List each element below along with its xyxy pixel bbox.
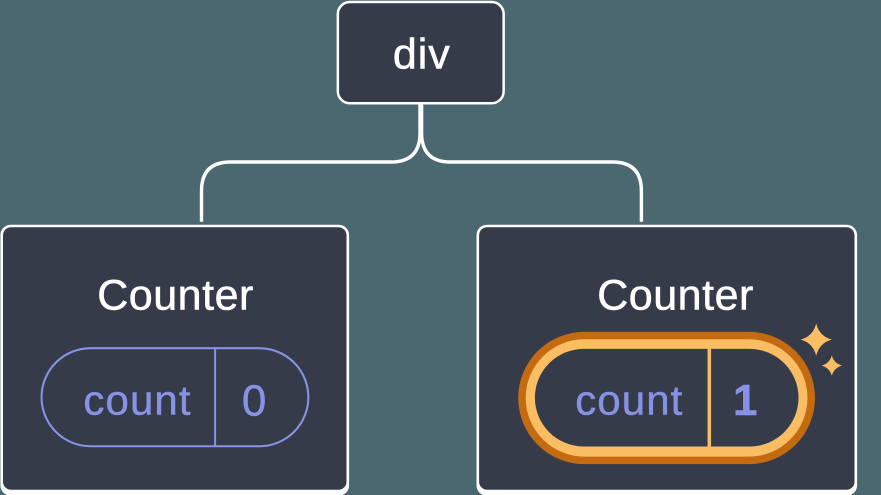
svg-text:Counter: Counter <box>97 271 254 319</box>
svg-text:1: 1 <box>733 376 757 425</box>
svg-text:0: 0 <box>242 376 266 425</box>
svg-text:Counter: Counter <box>597 271 754 319</box>
svg-text:div: div <box>393 31 451 79</box>
svg-text:count: count <box>83 376 191 423</box>
svg-text:count: count <box>575 376 683 423</box>
